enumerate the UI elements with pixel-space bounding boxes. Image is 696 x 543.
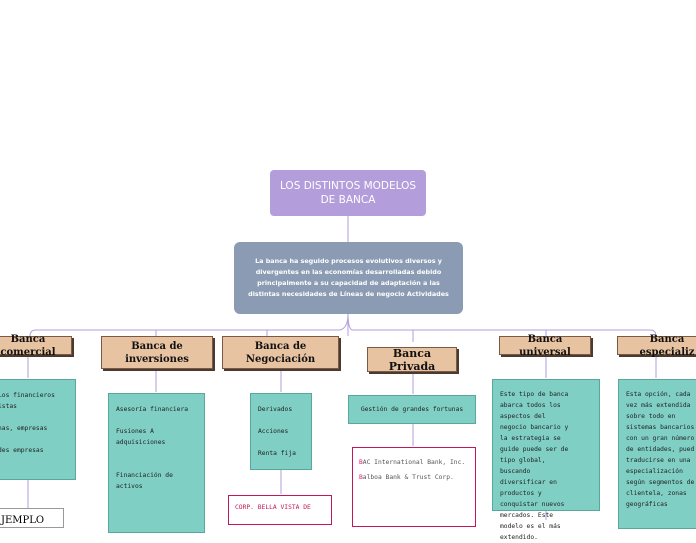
- negociacion-item: Renta fija: [258, 450, 296, 457]
- root-topic[interactable]: LOS DISTINTOS MODELOS DE BANCA: [270, 170, 426, 216]
- especializada-line: sobre todo en: [626, 413, 676, 420]
- comercial-line: des empresas: [0, 447, 44, 454]
- negociacion-example-node[interactable]: CORP. BELLA VISTA DE: [228, 495, 332, 525]
- especializada-line: vez más extendida: [626, 402, 691, 409]
- especializada-line: Esta opción, cada: [626, 391, 691, 398]
- category-banca-universal[interactable]: Banca universal: [499, 334, 591, 358]
- category-banca-comercial[interactable]: Banca comercial: [0, 334, 72, 358]
- category-banca-especializada[interactable]: Banca especializ: [617, 334, 696, 358]
- bank-name: AC International Bank, Inc.: [362, 459, 466, 466]
- example-label: JEMPLO: [1, 515, 45, 526]
- inversiones-item: Fusiones A adquisiciones: [116, 428, 166, 446]
- bank-entry: Balboa Bank & Trust Corp.: [359, 472, 469, 483]
- category-banca-negociacion[interactable]: Banca de Negociación: [222, 336, 339, 369]
- category-label: Banca Privada: [388, 346, 436, 373]
- bank-initial: B: [359, 474, 363, 481]
- connector-lines: [27, 216, 657, 520]
- bank-initial: B: [359, 459, 363, 466]
- comercial-detail-node[interactable]: Los financieros istas nas, empresas des …: [0, 379, 76, 480]
- inversiones-item: Asesoría financiera: [116, 406, 189, 413]
- especializada-line: según segmentos de: [626, 479, 695, 486]
- category-banca-privada[interactable]: Banca Privada: [367, 346, 457, 373]
- privada-service: Gestión de grandes fortunas: [360, 406, 464, 413]
- category-label: Banca de inversiones: [125, 340, 189, 365]
- especializada-line: de entidades, pued: [626, 446, 695, 453]
- comercial-line: nas, empresas: [0, 425, 48, 432]
- comercial-example-node[interactable]: JEMPLO: [0, 508, 64, 528]
- negociacion-item: Derivados: [258, 406, 293, 413]
- intro-node[interactable]: La banca ha seguido procesos evolutivos …: [234, 242, 463, 314]
- negociacion-item: Acciones: [258, 428, 289, 435]
- negociacion-detail-node[interactable]: Derivados Acciones Renta fija: [250, 393, 312, 470]
- especializada-line: especialización: [626, 468, 683, 475]
- category-label: Banca de Negociación: [245, 340, 316, 365]
- universal-detail-node[interactable]: Este tipo de banca abarca todos los aspe…: [492, 379, 600, 541]
- comercial-line: Los financieros: [0, 392, 55, 399]
- category-banca-inversiones[interactable]: Banca de inversiones: [101, 336, 213, 369]
- inversiones-detail-node[interactable]: Asesoría financiera Fusiones A adquisici…: [108, 393, 205, 533]
- category-label: Banca universal: [519, 333, 571, 358]
- especializada-line: traducirse en una: [626, 457, 691, 464]
- bank-entry: BAC International Bank, Inc.: [359, 457, 469, 468]
- especializada-detail-node[interactable]: Esta opción, cada vez más extendida sobr…: [618, 379, 696, 529]
- example-label: CORP. BELLA VISTA DE: [235, 504, 311, 511]
- comercial-line: istas: [0, 403, 17, 410]
- especializada-line: clientela, zonas: [626, 490, 687, 497]
- inversiones-item: Financiación de activos: [116, 472, 173, 490]
- especializada-line: sistemas bancarios: [626, 424, 695, 431]
- especializada-line: geográficas: [626, 501, 668, 508]
- category-label: Banca especializ: [639, 333, 695, 358]
- bank-name: alboa Bank & Trust Corp.: [362, 474, 454, 481]
- category-label: Banca comercial: [0, 333, 56, 358]
- privada-service-node[interactable]: Gestión de grandes fortunas: [348, 395, 476, 424]
- root-title: LOS DISTINTOS MODELOS DE BANCA: [279, 180, 417, 206]
- privada-banks-node[interactable]: BAC International Bank, Inc. Balboa Bank…: [352, 447, 476, 527]
- especializada-line: con un gran número: [626, 435, 695, 442]
- intro-text: La banca ha seguido procesos evolutivos …: [248, 257, 449, 298]
